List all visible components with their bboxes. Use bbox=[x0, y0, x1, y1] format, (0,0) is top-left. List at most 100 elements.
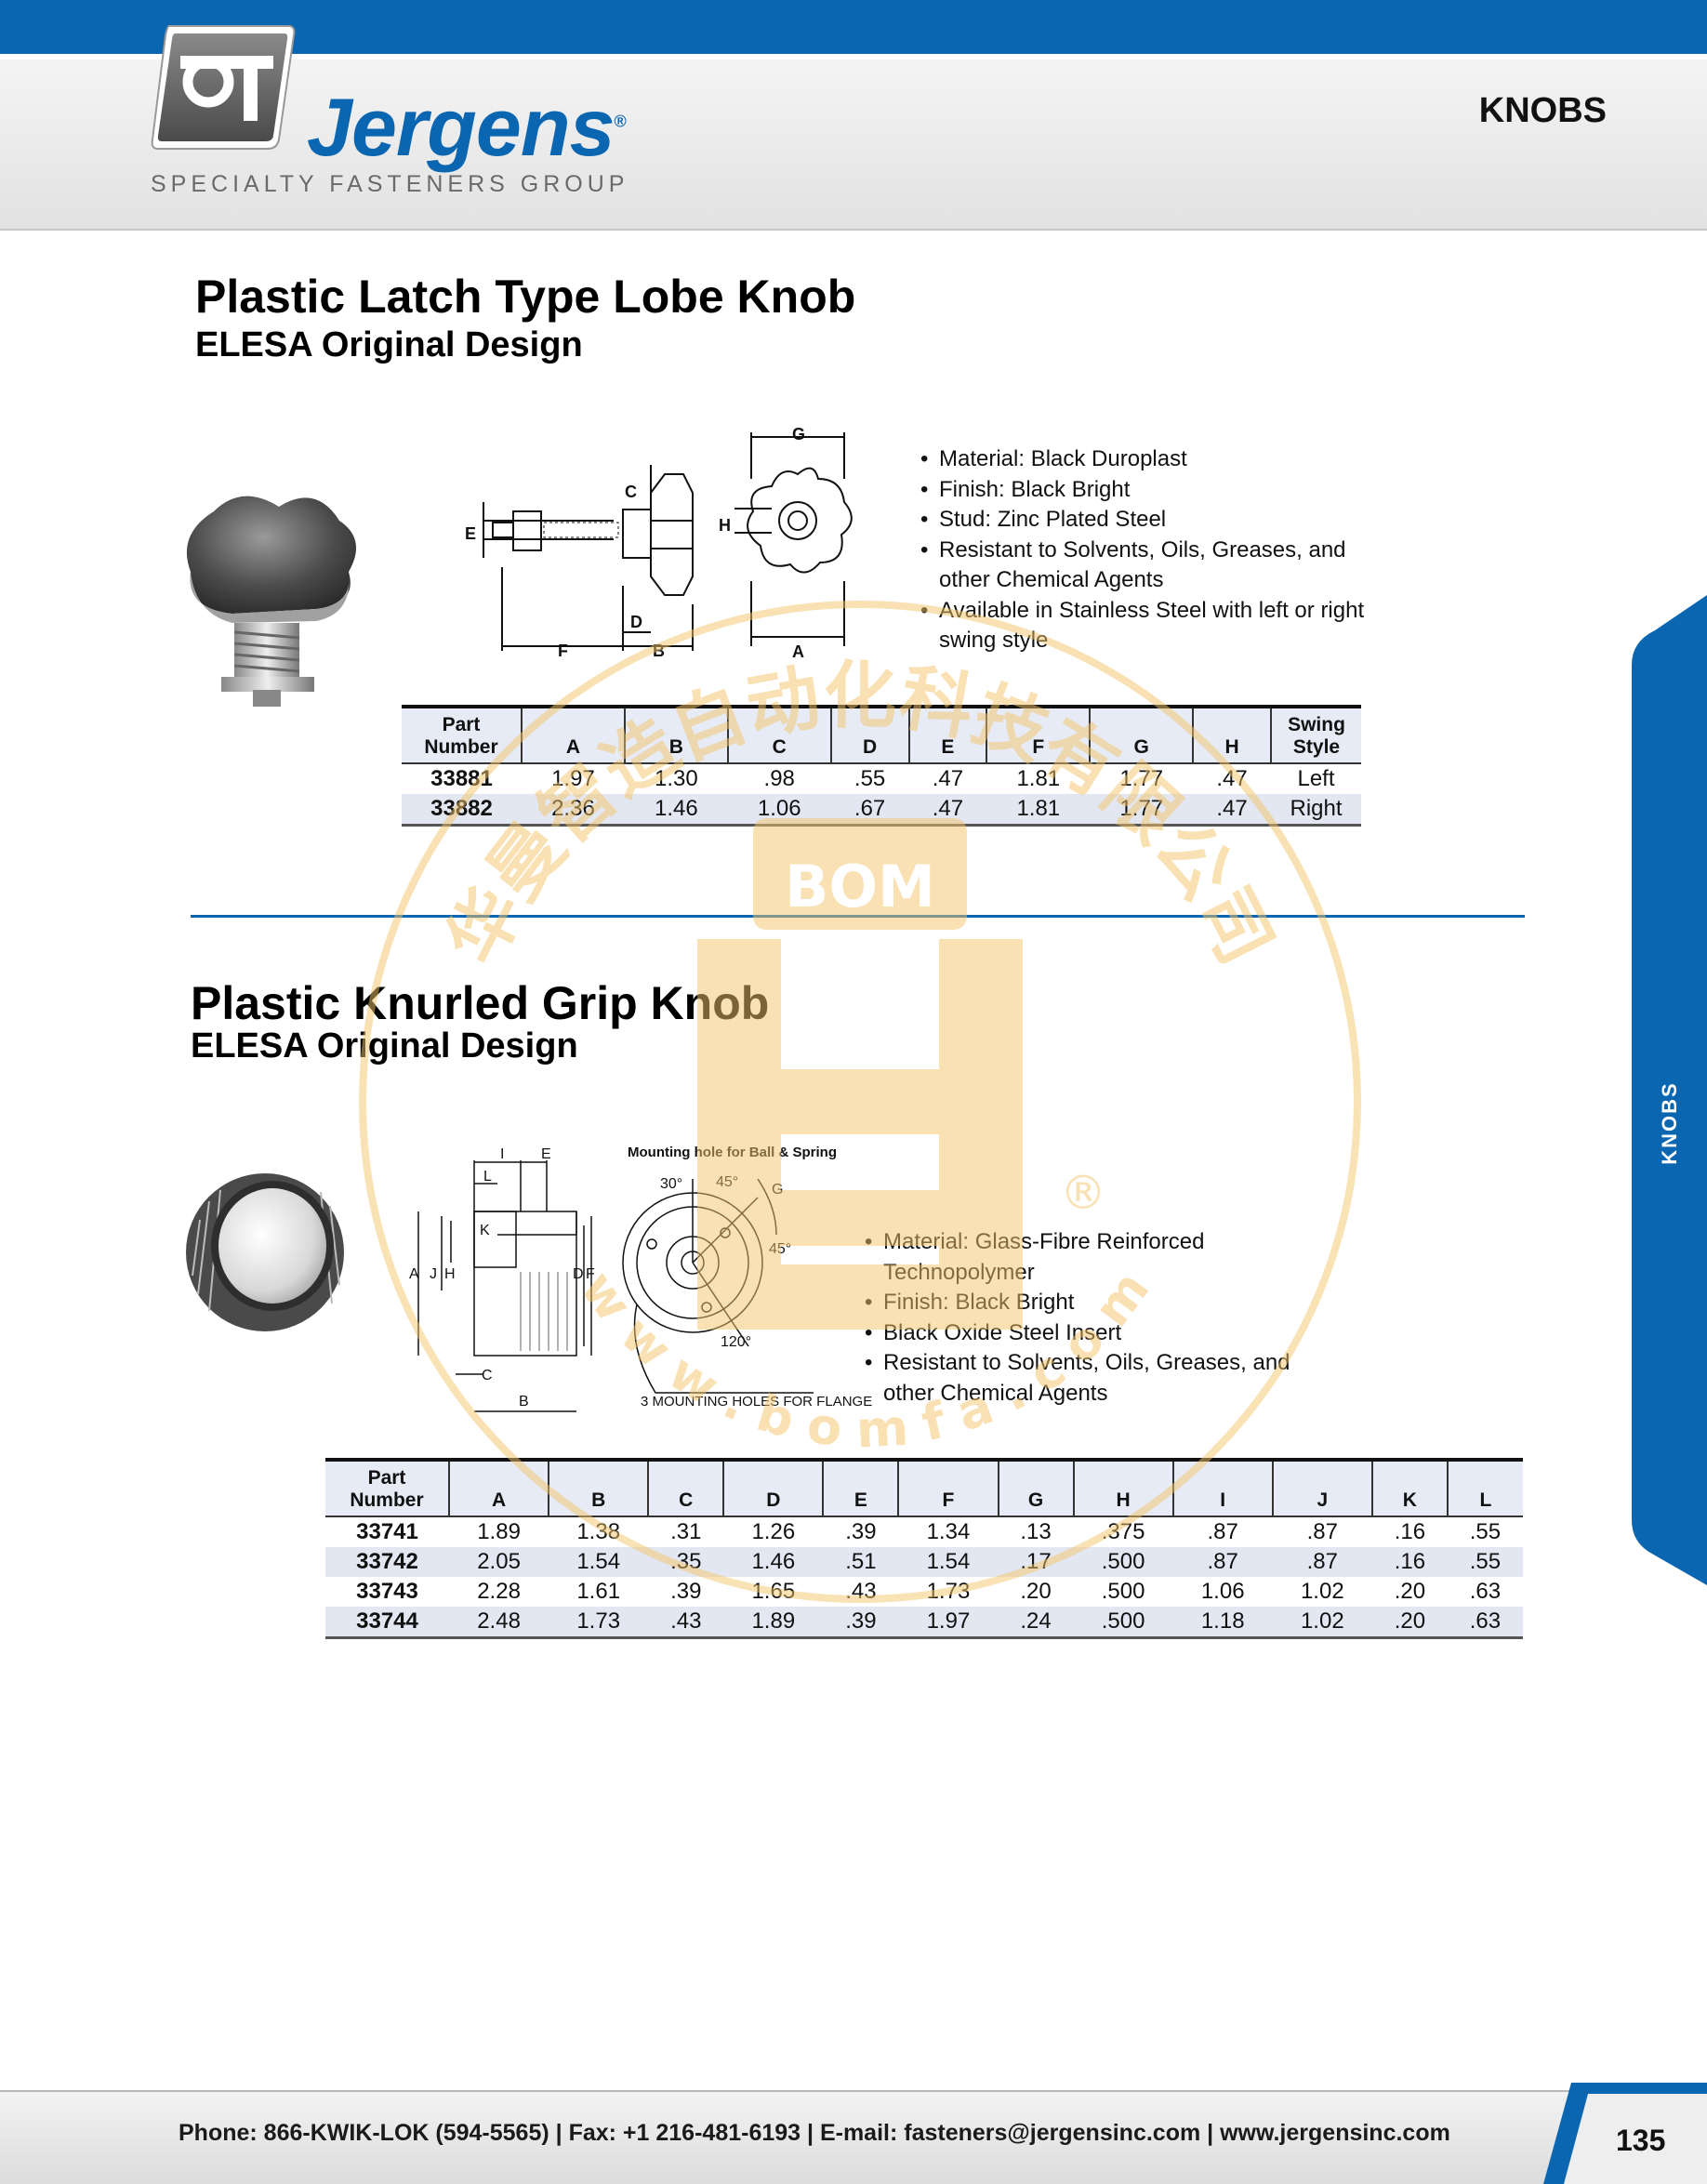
feature-item: Stud: Zinc Plated Steel bbox=[920, 505, 1395, 536]
dim-label-d: D bbox=[630, 613, 642, 631]
dim-label-h2: H bbox=[444, 1266, 456, 1282]
product1-features: Material: Black Duroplast Finish: Black … bbox=[920, 444, 1395, 656]
table-cell: 1.89 bbox=[477, 1519, 521, 1544]
table-cell: 1.18 bbox=[1172, 1607, 1273, 1639]
table-cell: .20 bbox=[1020, 1579, 1052, 1604]
product2-title: Plastic Knurled Grip Knob bbox=[191, 977, 770, 1029]
col-header: Part Number bbox=[402, 705, 522, 764]
feature-item: Material: Black Duroplast bbox=[920, 444, 1395, 475]
col-header: F bbox=[986, 705, 1091, 764]
table-cell: .13 bbox=[1020, 1519, 1052, 1544]
col-header: F bbox=[897, 1458, 999, 1517]
table-cell: .31 bbox=[670, 1519, 702, 1544]
section-divider bbox=[191, 915, 1525, 918]
feature-item: Black Oxide Steel Insert bbox=[865, 1318, 1330, 1349]
watermark-registered: ® bbox=[1060, 1166, 1106, 1220]
brand-subtitle: SPECIALTY FASTENERS GROUP bbox=[151, 171, 629, 197]
feature-item: Resistant to Solvents, Oils, Greases, an… bbox=[920, 536, 1395, 596]
angle-120-label: 120° bbox=[721, 1334, 751, 1350]
table-cell: .55 bbox=[1447, 1547, 1523, 1577]
product2-features: Material: Glass-Fibre Reinforced Technop… bbox=[865, 1227, 1330, 1409]
table-cell: 1.38 bbox=[576, 1519, 621, 1544]
table-cell: 1.54 bbox=[549, 1547, 649, 1577]
table-cell: 1.81 bbox=[986, 794, 1091, 827]
table-cell: .47 bbox=[932, 766, 964, 791]
brand-name: Jergens® bbox=[307, 81, 627, 173]
table-cell: 1.46 bbox=[624, 794, 728, 827]
col-header: E bbox=[907, 705, 987, 764]
col-header: L bbox=[1446, 1458, 1523, 1517]
table-row: 33743 2.28 1.61 .39 1.65 .43 1.73 .20 .5… bbox=[325, 1577, 1523, 1607]
dim-label-i: I bbox=[500, 1146, 504, 1162]
product2-subtitle: ELESA Original Design bbox=[191, 1026, 578, 1066]
col-header: E bbox=[822, 1458, 899, 1517]
table-cell: .47 bbox=[1193, 794, 1271, 827]
dim-label-g2: G bbox=[772, 1182, 783, 1198]
col-header: G bbox=[997, 1458, 1074, 1517]
table-row: 33744 2.48 1.73 .43 1.89 .39 1.97 .24 .5… bbox=[325, 1607, 1523, 1639]
table-cell: .500 bbox=[1073, 1547, 1173, 1577]
table-cell: 1.97 bbox=[551, 766, 595, 791]
table-cell: .20 bbox=[1394, 1579, 1426, 1604]
top-white-stripe bbox=[0, 54, 1707, 60]
page-number: 135 bbox=[1616, 2124, 1666, 2157]
dim-label-f2: F bbox=[586, 1266, 595, 1282]
knurled-knob-plan-drawing: Mounting hole for Ball & Spring 30° 45° … bbox=[622, 1145, 872, 1410]
feature-item: Available in Stainless Steel with left o… bbox=[920, 596, 1395, 656]
part-number-cell: 33742 bbox=[325, 1547, 449, 1577]
table-cell: 2.36 bbox=[522, 794, 625, 827]
knurled-knob-photo bbox=[186, 1173, 344, 1331]
table-cell: 2.48 bbox=[449, 1607, 549, 1639]
table-cell: 1.46 bbox=[723, 1547, 824, 1577]
table-cell: .63 bbox=[1469, 1579, 1502, 1604]
dim-label-g: G bbox=[792, 425, 805, 443]
product1-subtitle: ELESA Original Design bbox=[195, 325, 583, 364]
watermark-logo-text: BOM bbox=[785, 853, 935, 920]
feature-item: Material: Glass-Fibre Reinforced Technop… bbox=[865, 1227, 1330, 1288]
lobe-knob-side-drawing: C E D F B bbox=[465, 465, 694, 660]
dim-label-f: F bbox=[558, 642, 568, 660]
col-header: A bbox=[521, 705, 625, 764]
col-header: H bbox=[1072, 1458, 1173, 1517]
dim-label-b2: B bbox=[519, 1394, 529, 1410]
table-cell: .39 bbox=[845, 1519, 877, 1544]
table-cell: .51 bbox=[823, 1547, 899, 1577]
table-cell: 1.34 bbox=[926, 1519, 971, 1544]
table-cell: .39 bbox=[823, 1607, 899, 1639]
table-cell: .98 bbox=[763, 766, 795, 791]
table-cell: .55 bbox=[1469, 1519, 1502, 1544]
table-row: 33742 2.05 1.54 .35 1.46 .51 1.54 .17 .5… bbox=[325, 1547, 1523, 1577]
col-header: B bbox=[623, 705, 728, 764]
dim-label-k: K bbox=[480, 1223, 490, 1238]
table-cell: .500 bbox=[1073, 1607, 1173, 1639]
angle-30-label: 30° bbox=[660, 1176, 682, 1192]
table-cell: .87 bbox=[1207, 1519, 1238, 1544]
side-tab-label: KNOBS bbox=[1658, 1081, 1681, 1165]
section-title: KNOBS bbox=[1478, 91, 1607, 130]
footer-rule bbox=[0, 2090, 1707, 2092]
table-cell: .35 bbox=[648, 1547, 724, 1577]
col-header: J bbox=[1271, 1458, 1372, 1517]
table-header-row: Part Number A B C D E F G H I J K L bbox=[325, 1458, 1523, 1517]
table-cell: 1.73 bbox=[926, 1579, 971, 1604]
part-number-cell: 33744 bbox=[325, 1607, 449, 1639]
product1-spec-table: Part Number A B C D E F G H Swing Style … bbox=[402, 705, 1361, 827]
dim-label-c: C bbox=[625, 483, 637, 501]
table-cell: 1.89 bbox=[723, 1607, 824, 1639]
dim-label-a2: A bbox=[409, 1266, 419, 1282]
mounting-hole-label: Mounting hole for Ball & Spring bbox=[628, 1145, 837, 1160]
lobe-knob-front-drawing: G H A bbox=[719, 425, 853, 661]
table-cell: .16 bbox=[1394, 1519, 1426, 1544]
part-number-cell: 33882 bbox=[402, 794, 522, 827]
side-tab bbox=[1632, 595, 1707, 1585]
table-cell: .87 bbox=[1172, 1547, 1273, 1577]
table-cell: 1.77 bbox=[1090, 794, 1194, 827]
table-cell: .87 bbox=[1272, 1547, 1372, 1577]
table-cell: 2.05 bbox=[449, 1547, 549, 1577]
table-cell: 1.06 bbox=[1200, 1579, 1245, 1604]
col-header: C bbox=[726, 705, 831, 764]
dim-label-e2: E bbox=[541, 1146, 551, 1162]
table-cell: 1.54 bbox=[898, 1547, 999, 1577]
table-cell: 1.02 bbox=[1300, 1579, 1344, 1604]
part-number-cell: 33881 bbox=[430, 766, 493, 791]
